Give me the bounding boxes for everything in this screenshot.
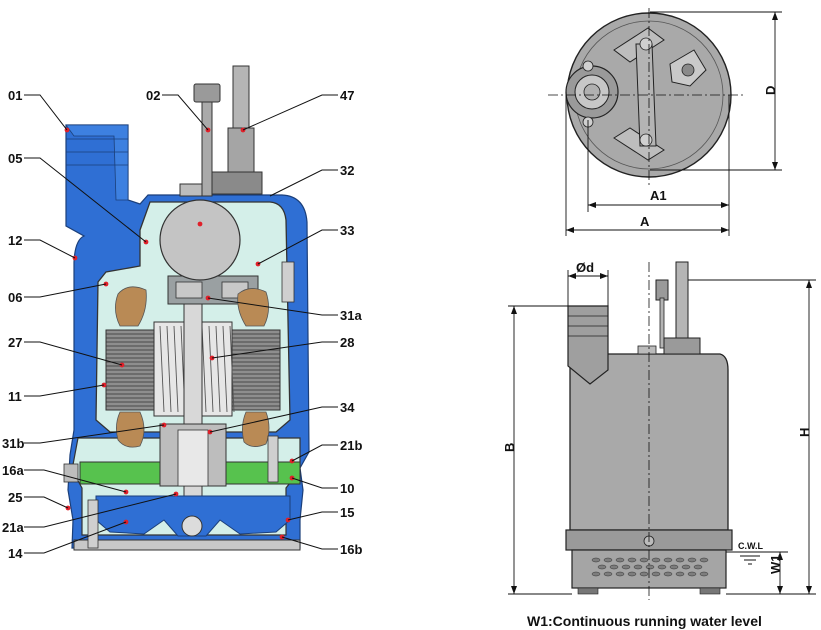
side-cable [675, 261, 689, 343]
label-16a: 16a [2, 463, 24, 478]
label-16b: 16b [340, 542, 362, 557]
label-31b: 31b [2, 436, 24, 451]
dim-Od: Ød [576, 260, 594, 275]
strainer-hole [597, 564, 607, 570]
caption: W1:Continuous running water level [527, 613, 762, 629]
rotor-bar [229, 325, 235, 413]
strainer-hole [675, 557, 685, 563]
strainer-hole [663, 571, 673, 577]
cable [232, 65, 250, 133]
label-47: 47 [340, 88, 354, 103]
label-11: 11 [8, 389, 22, 404]
bolt-left [87, 499, 99, 549]
rotor-bar [215, 325, 221, 413]
top-view: D A1 A [548, 8, 782, 236]
strainer-hole [645, 564, 655, 570]
strainer-hole [681, 564, 691, 570]
strainer-hole [651, 571, 661, 577]
rotor-bar [173, 325, 179, 413]
label-27: 27 [8, 335, 22, 350]
label-14: 14 [8, 546, 23, 561]
rotor-bar [159, 325, 165, 413]
dim-W1: W1 [768, 555, 783, 575]
leader-lines [24, 94, 338, 554]
label-06: 06 [8, 290, 22, 305]
strainer-hole [627, 571, 637, 577]
part-labels: 01 02 47 05 32 12 33 06 31a 27 28 11 34 … [2, 88, 362, 561]
label-21a: 21a [2, 520, 24, 535]
coil-end-top-left [115, 286, 147, 327]
cutaway-view [63, 65, 310, 551]
strainer-hole [603, 557, 613, 563]
strainer-hole [699, 571, 709, 577]
label-21b: 21b [340, 438, 362, 453]
dim-H: H [797, 428, 812, 437]
strainer-hole [609, 564, 619, 570]
handle [195, 87, 213, 197]
label-01: 01 [8, 88, 22, 103]
strainer-hole [603, 571, 613, 577]
strainer-hole [615, 571, 625, 577]
side-view: Ød B H C.W.L W1 [502, 260, 816, 600]
strainer-hole [591, 557, 601, 563]
outlet-nozzle [65, 124, 129, 201]
rotor-bar [201, 325, 207, 413]
strainer-hole [639, 571, 649, 577]
strainer-hole [639, 557, 649, 563]
dim-A1: A1 [650, 188, 667, 203]
strainer-hole [687, 571, 697, 577]
label-02: 02 [146, 88, 160, 103]
label-33: 33 [340, 223, 354, 238]
bolt-right [267, 435, 279, 483]
dim-B: B [502, 443, 517, 452]
dim-D: D [763, 86, 778, 95]
label-32: 32 [340, 163, 354, 178]
coil-end-top-right [237, 288, 269, 327]
capacitor [159, 199, 241, 281]
strainer-hole [591, 571, 601, 577]
shaft [183, 303, 203, 525]
bolt-top [281, 261, 295, 303]
strainer-hole [663, 557, 673, 563]
label-31a: 31a [340, 308, 362, 323]
outlet-pipe [567, 305, 609, 385]
strainer-hole [627, 557, 637, 563]
label-12: 12 [8, 233, 22, 248]
strainer-hole [651, 557, 661, 563]
strainer-hole [657, 564, 667, 570]
rotor-bar [222, 325, 228, 413]
coil-end-bottom-right [242, 411, 270, 447]
label-28: 28 [340, 335, 354, 350]
strainer-hole [633, 564, 643, 570]
label-34: 34 [340, 400, 355, 415]
strainer-plate [73, 539, 301, 551]
rotor-bar [208, 325, 214, 413]
strainer-hole [621, 564, 631, 570]
label-10: 10 [340, 481, 354, 496]
rotor-bar [166, 325, 172, 413]
dim-A: A [640, 214, 650, 229]
strainer-hole [669, 564, 679, 570]
label-05: 05 [8, 151, 22, 166]
strainer-hole [693, 564, 703, 570]
label-25: 25 [8, 490, 22, 505]
strainer-hole [699, 557, 709, 563]
strainer-hole [615, 557, 625, 563]
label-15: 15 [340, 505, 354, 520]
strainer-hole [687, 557, 697, 563]
strainer-hole [675, 571, 685, 577]
cwl-label: C.W.L [738, 541, 763, 551]
